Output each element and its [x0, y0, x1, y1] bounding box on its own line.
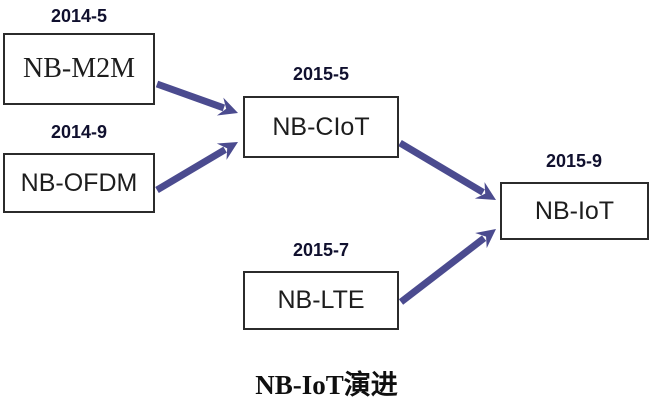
edge-m2m-to-ciot-head	[216, 97, 238, 116]
edge-ciot-to-iot	[398, 139, 496, 200]
edge-ofdm-to-ciot-head	[216, 142, 238, 160]
edge-lte-to-iot-shaft	[398, 235, 487, 305]
edge-ofdm-to-ciot-shaft	[155, 146, 227, 194]
edge-ciot-to-iot-shaft	[398, 139, 485, 196]
date-label-nb-iot: 2015-9	[545, 151, 603, 171]
date-label-nb-m2m: 2014-5	[50, 6, 108, 26]
node-label-nb-ciot: NB-CIoT	[272, 112, 370, 141]
node-label-nb-ofdm: NB-OFDM	[20, 168, 138, 197]
node-box-nb-ofdm[interactable]: NB-OFDM	[3, 153, 155, 213]
node-box-nb-ciot[interactable]: NB-CIoT	[243, 96, 399, 158]
edge-lte-to-iot	[398, 229, 496, 305]
edge-lte-to-iot-head	[475, 229, 496, 249]
diagram-title: NB-IoT演进	[255, 370, 398, 400]
node-box-nb-lte[interactable]: NB-LTE	[243, 271, 399, 330]
date-label-nb-lte: 2015-7	[292, 240, 350, 260]
date-label-nb-ofdm: 2014-9	[50, 122, 108, 142]
node-label-nb-lte: NB-LTE	[277, 286, 365, 314]
date-label-nb-ciot: 2015-5	[292, 64, 350, 84]
node-label-nb-iot: NB-IoT	[534, 196, 615, 225]
edge-m2m-to-ciot	[155, 80, 238, 116]
node-box-nb-m2m[interactable]: NB-M2M	[3, 33, 155, 105]
node-label-nb-m2m: NB-M2M	[22, 53, 135, 84]
edge-ofdm-to-ciot	[155, 142, 238, 194]
edge-ciot-to-iot-head	[474, 182, 496, 200]
edge-m2m-to-ciot-shaft	[155, 80, 226, 112]
node-box-nb-iot[interactable]: NB-IoT	[500, 182, 649, 240]
